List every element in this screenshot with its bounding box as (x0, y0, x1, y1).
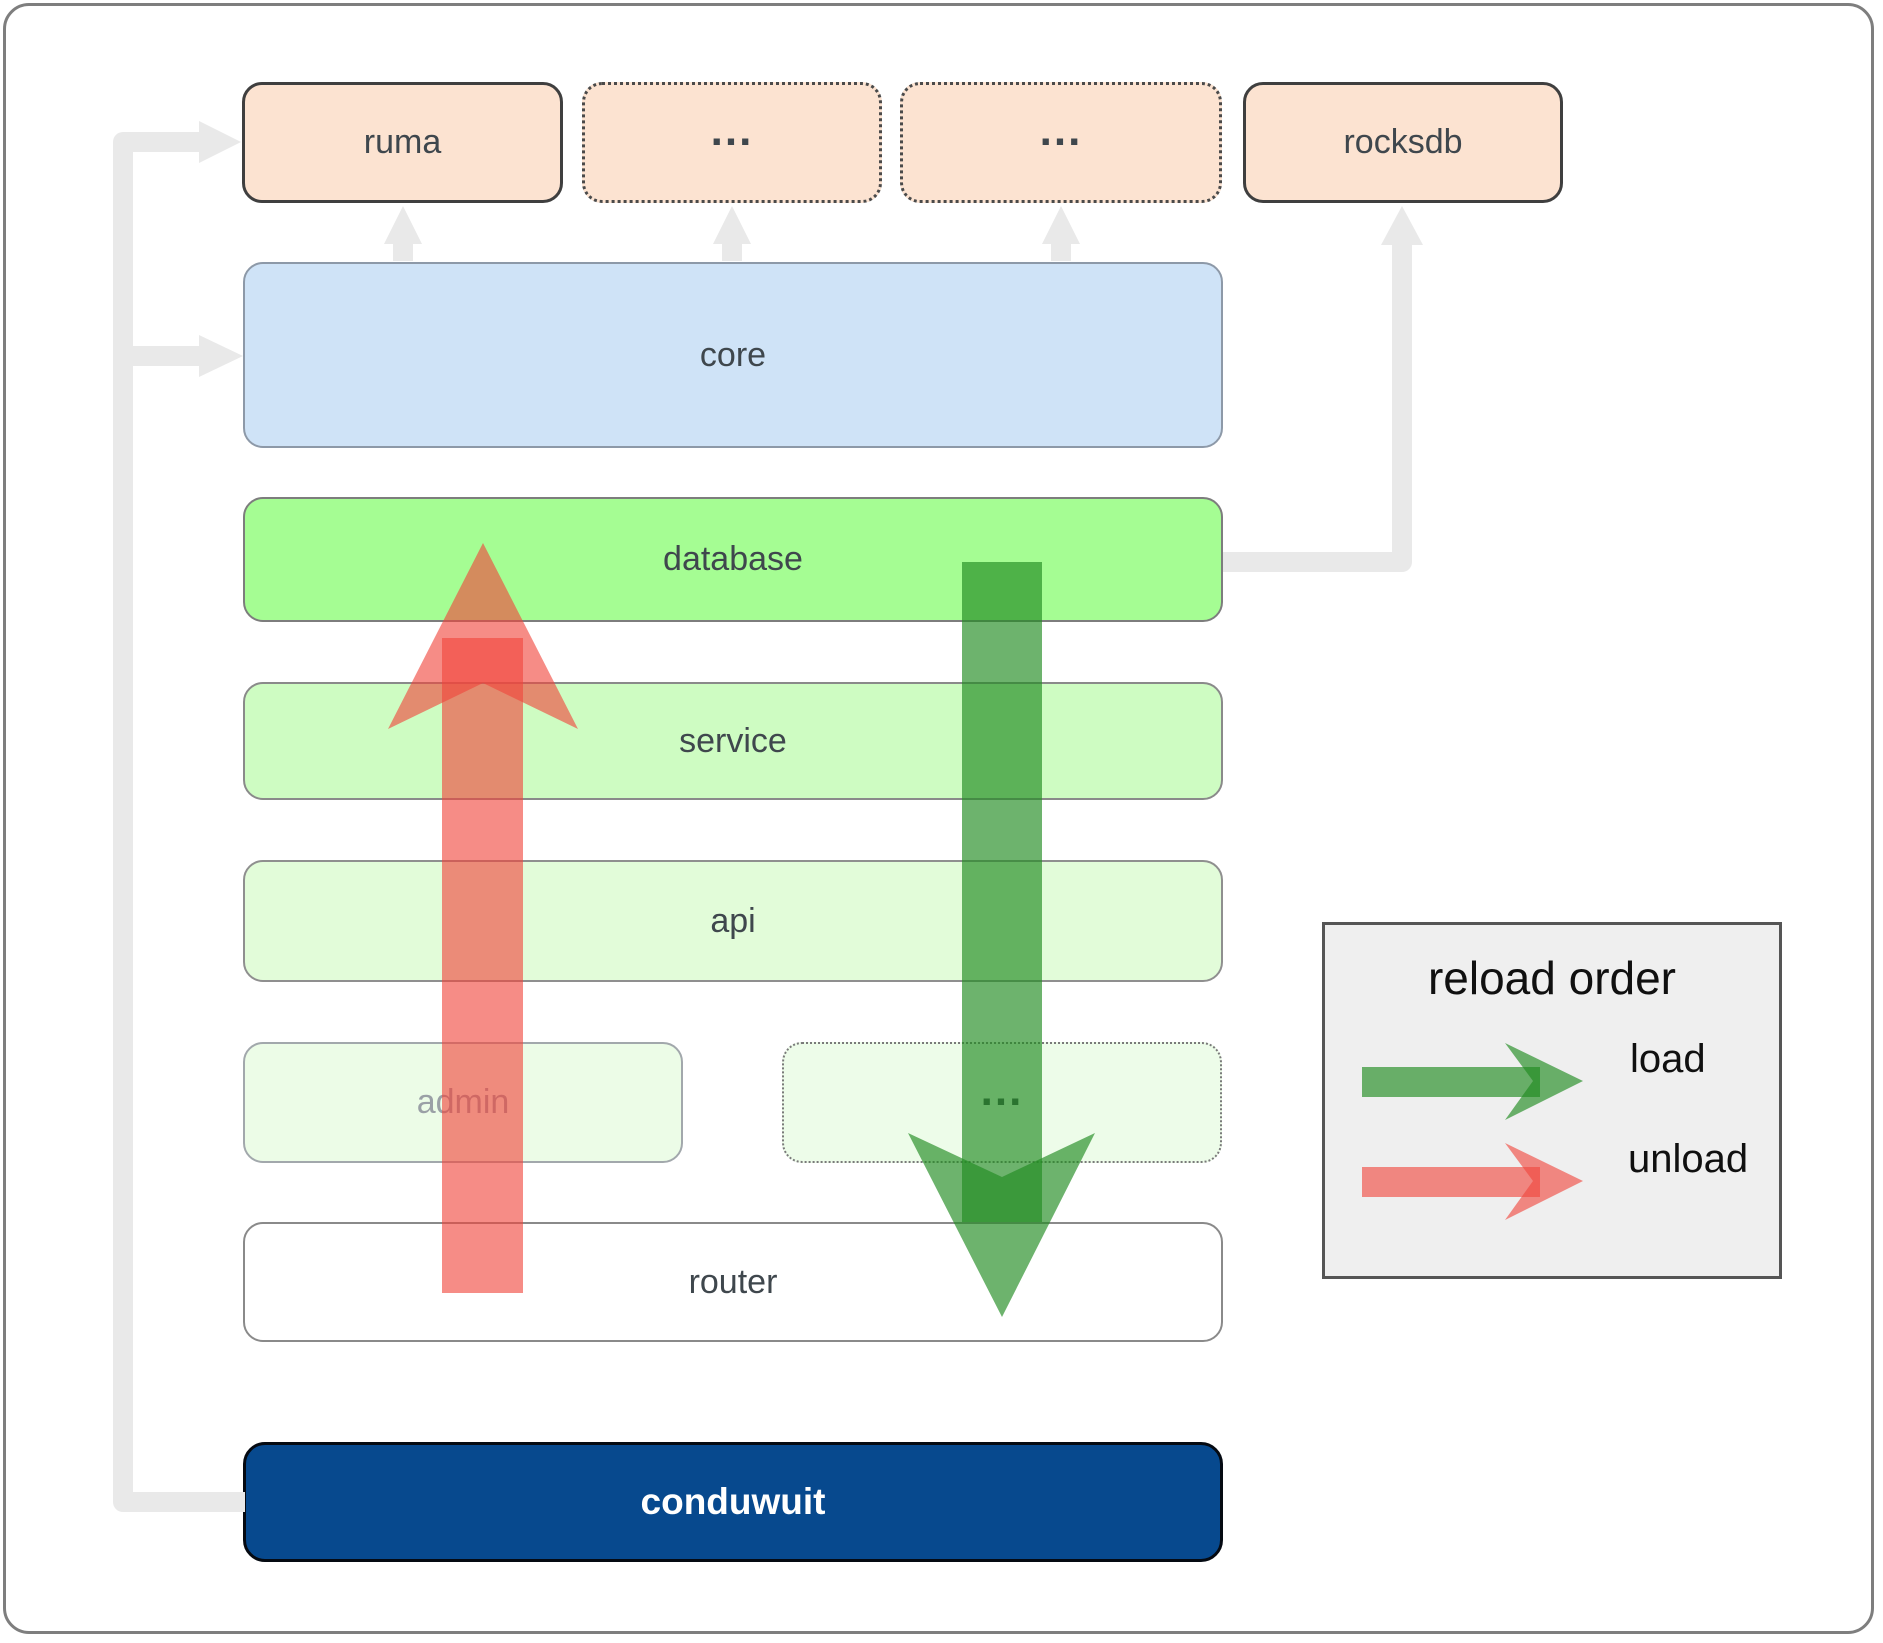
node-router: router (243, 1222, 1223, 1342)
node-api: api (243, 860, 1223, 982)
legend-box: reload order load unload (1322, 922, 1782, 1279)
legend-label-unload: unload (1628, 1137, 1749, 1181)
node-ellipsis-top-2-label: ... (1039, 105, 1083, 155)
node-service-label: service (679, 721, 787, 760)
node-ellipsis-top-1: ... (582, 82, 882, 203)
node-rocksdb: rocksdb (1243, 82, 1563, 203)
node-ellipsis-top-1-label: ... (710, 105, 754, 155)
node-api-label: api (710, 901, 756, 940)
node-admin-label: admin (416, 1083, 510, 1121)
diagram-frame (3, 3, 1874, 1634)
node-admin: admin (243, 1042, 683, 1163)
node-conduwuit: conduwuit (243, 1442, 1223, 1562)
legend-label-load: load (1630, 1037, 1706, 1081)
node-ruma-label: ruma (363, 123, 442, 161)
node-core-label: core (699, 335, 767, 374)
node-conduwuit-label: conduwuit (640, 1481, 826, 1522)
node-rocksdb-label: rocksdb (1343, 123, 1463, 161)
node-ellipsis-admin-row: ... (782, 1042, 1222, 1163)
node-router-label: router (688, 1262, 778, 1301)
node-service: service (243, 682, 1223, 800)
legend-title: reload order (1427, 952, 1677, 1004)
node-database-label: database (663, 540, 803, 578)
node-ellipsis-top-2: ... (900, 82, 1222, 203)
node-database: database (243, 497, 1223, 622)
node-ellipsis-admin-row-label: ... (980, 1065, 1024, 1115)
node-ruma: ruma (242, 82, 563, 203)
node-core: core (243, 262, 1223, 448)
